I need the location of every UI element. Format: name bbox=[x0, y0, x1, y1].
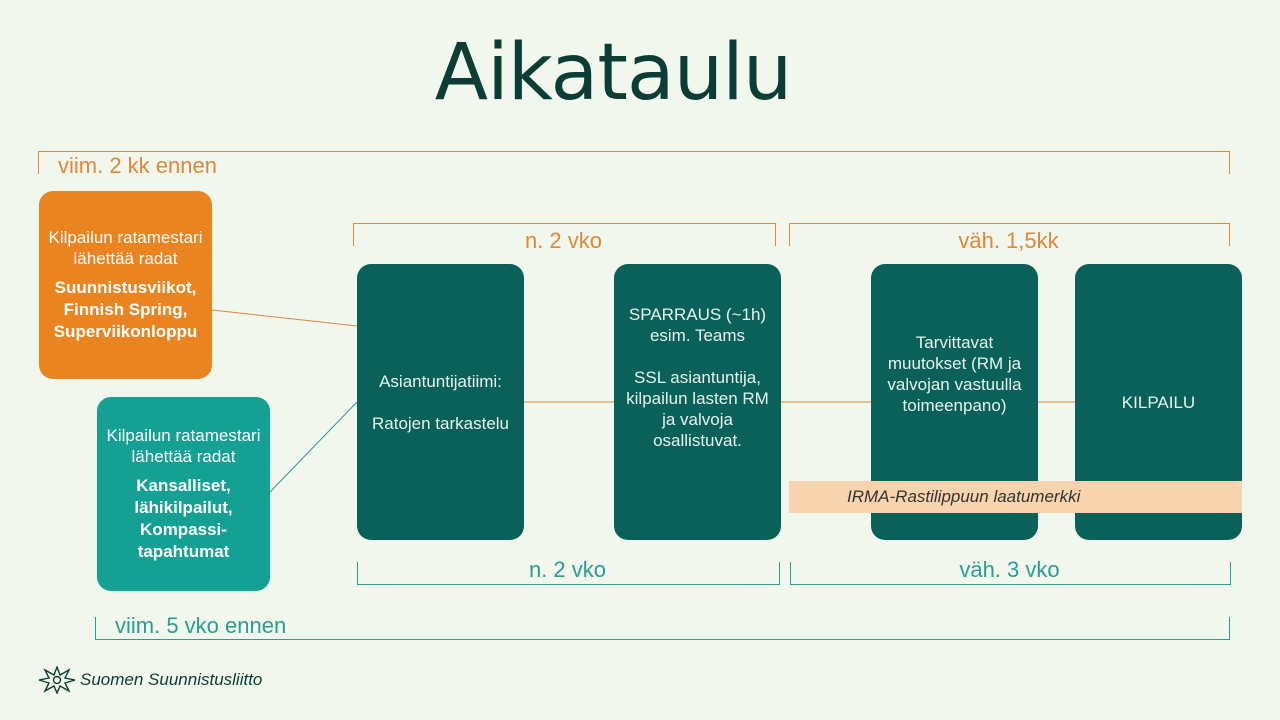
irma-quality-band: IRMA-Rastilippuun laatumerkki bbox=[789, 481, 1242, 513]
label-bottom-right: väh. 3 vko bbox=[959, 557, 1060, 582]
label-top-right: väh. 1,5kk bbox=[958, 228, 1059, 253]
bracket-bottom-right bbox=[790, 562, 1231, 585]
logo: Suomen Suunnistusliitto bbox=[38, 666, 262, 694]
step-box-review: Asiantuntijatiimi: Ratojen tarkastelu bbox=[357, 264, 524, 540]
connector-orange bbox=[211, 309, 358, 327]
label-bottom-left: n. 2 vko bbox=[528, 557, 607, 582]
teal-box: Kilpailun ratamestari lähettää radat Kan… bbox=[97, 397, 270, 591]
step-4-text: KILPAILU bbox=[1121, 392, 1196, 412]
teal-box-events: Kansalliset, lähikilpailut, Kompassi-tap… bbox=[134, 476, 233, 561]
label-bottom-outer: viim. 5 vko ennen bbox=[115, 613, 287, 638]
bracket-bottom-outer bbox=[95, 617, 1230, 640]
label-top-left: n. 2 vko bbox=[524, 228, 603, 253]
bracket-top-left bbox=[353, 223, 776, 246]
label-top-outer: viim. 2 kk ennen bbox=[58, 153, 217, 178]
step-2-text: SSL asiantuntija, kilpailun lasten RM ja… bbox=[626, 368, 769, 450]
orange-box-text: Kilpailun ratamestari lähettää radat bbox=[48, 228, 203, 268]
step-3-text: Tarvittavat muutokset (RM ja valvojan va… bbox=[887, 333, 1022, 415]
connector-teal bbox=[269, 401, 358, 493]
page-title: Aikataulu bbox=[434, 28, 793, 118]
bracket-bottom-left bbox=[357, 562, 780, 585]
step-box-sparraus: SPARRAUS (~1h) esim. Teams SSL asiantunt… bbox=[614, 264, 781, 540]
step-2-title: SPARRAUS (~1h) esim. Teams bbox=[628, 305, 767, 345]
step-1-title: Asiantuntijatiimi: bbox=[379, 371, 502, 391]
orange-box-events: Suunnistusviikot, Finnish Spring, Superv… bbox=[53, 278, 198, 341]
teal-box-text: Kilpailun ratamestari lähettää radat bbox=[106, 426, 261, 466]
star-compass-icon bbox=[38, 666, 76, 694]
orange-box: Kilpailun ratamestari lähettää radat Suu… bbox=[39, 191, 212, 379]
bracket-top-outer bbox=[38, 151, 1230, 174]
bracket-top-right bbox=[789, 223, 1230, 246]
logo-text: Suomen Suunnistusliitto bbox=[80, 670, 263, 689]
step-1-text: Ratojen tarkastelu bbox=[371, 413, 510, 433]
